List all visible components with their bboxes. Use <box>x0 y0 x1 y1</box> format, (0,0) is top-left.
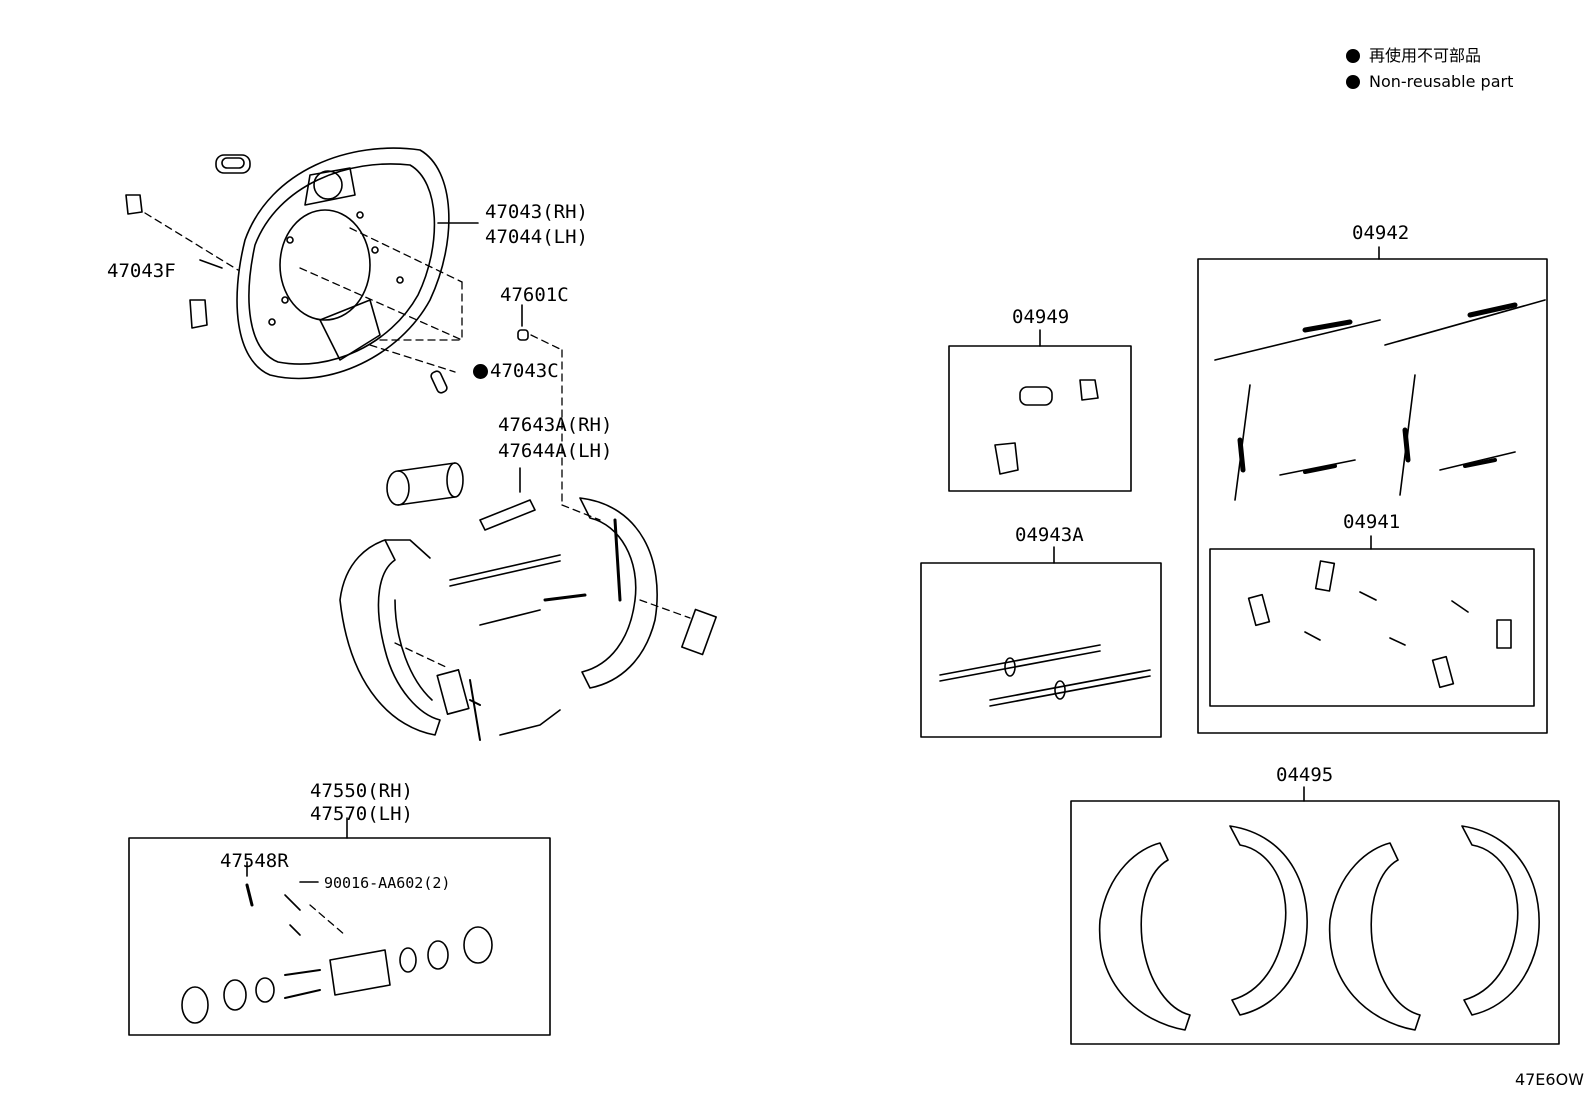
kit-box-47550 <box>128 837 551 1036</box>
part-label-47043f[interactable]: 47043F <box>107 260 176 282</box>
adjuster-and-springs <box>436 499 717 741</box>
kit-04942-springs <box>1214 299 1546 501</box>
part-label-04495[interactable]: 04495 <box>1276 764 1334 786</box>
kit-box-04943a <box>920 562 1162 738</box>
kit-box-04942 <box>1197 258 1548 734</box>
grommets <box>125 154 529 394</box>
non-reusable-marker-icon <box>1346 49 1360 63</box>
kit-04941-parts <box>1247 560 1512 689</box>
part-label-47043[interactable]: 47043(RH) <box>485 201 588 223</box>
legend-text-en: Non-reusable part <box>1369 72 1514 91</box>
legend-english: Non-reusable part <box>1346 74 1513 90</box>
non-reusable-marker-icon <box>1346 75 1360 89</box>
part-label-47643a[interactable]: 47643A(RH) <box>498 414 613 436</box>
kit-box-04495 <box>1070 800 1560 1045</box>
leader-lines <box>246 222 1380 883</box>
part-label-04943a[interactable]: 04943A <box>1015 524 1084 546</box>
kit-box-04949 <box>948 345 1132 492</box>
part-label-47044[interactable]: 47044(LH) <box>485 226 588 248</box>
part-label-47601c[interactable]: 47601C <box>500 284 569 306</box>
part-label-90016[interactable]: 90016-AA602(2) <box>324 874 451 892</box>
part-label-04949[interactable]: 04949 <box>1012 306 1070 328</box>
part-label-47043c[interactable]: 47043C <box>473 362 559 381</box>
part-label-04942[interactable]: 04942 <box>1352 222 1410 244</box>
brake-shoe-right <box>579 497 658 689</box>
wheel-cylinder-upper <box>386 462 464 506</box>
part-label-47644a[interactable]: 47644A(LH) <box>498 440 613 462</box>
backing-plate <box>236 147 450 380</box>
kit-04949-parts <box>994 379 1099 475</box>
diagram-code: 47E6OW <box>1514 1070 1584 1089</box>
wheel-cylinder-exploded <box>181 883 493 1024</box>
non-reusable-marker-icon <box>473 364 488 379</box>
part-label-47043c-text: 47043C <box>490 360 559 382</box>
part-label-47550[interactable]: 47550(RH) <box>310 780 413 802</box>
part-label-47570[interactable]: 47570(LH) <box>310 803 413 825</box>
kit-04943a-parts <box>939 644 1151 707</box>
brake-shoe-left <box>339 539 441 736</box>
kit-04495-shoes <box>1098 825 1540 1031</box>
legend-text-jp: 再使用不可部品 <box>1369 46 1482 65</box>
part-label-04941[interactable]: 04941 <box>1343 511 1401 533</box>
part-label-47548r[interactable]: 47548R <box>220 850 289 872</box>
dashed-guides <box>144 212 691 936</box>
kit-box-04941 <box>1209 548 1535 707</box>
legend-japanese: 再使用不可部品 <box>1346 48 1481 64</box>
